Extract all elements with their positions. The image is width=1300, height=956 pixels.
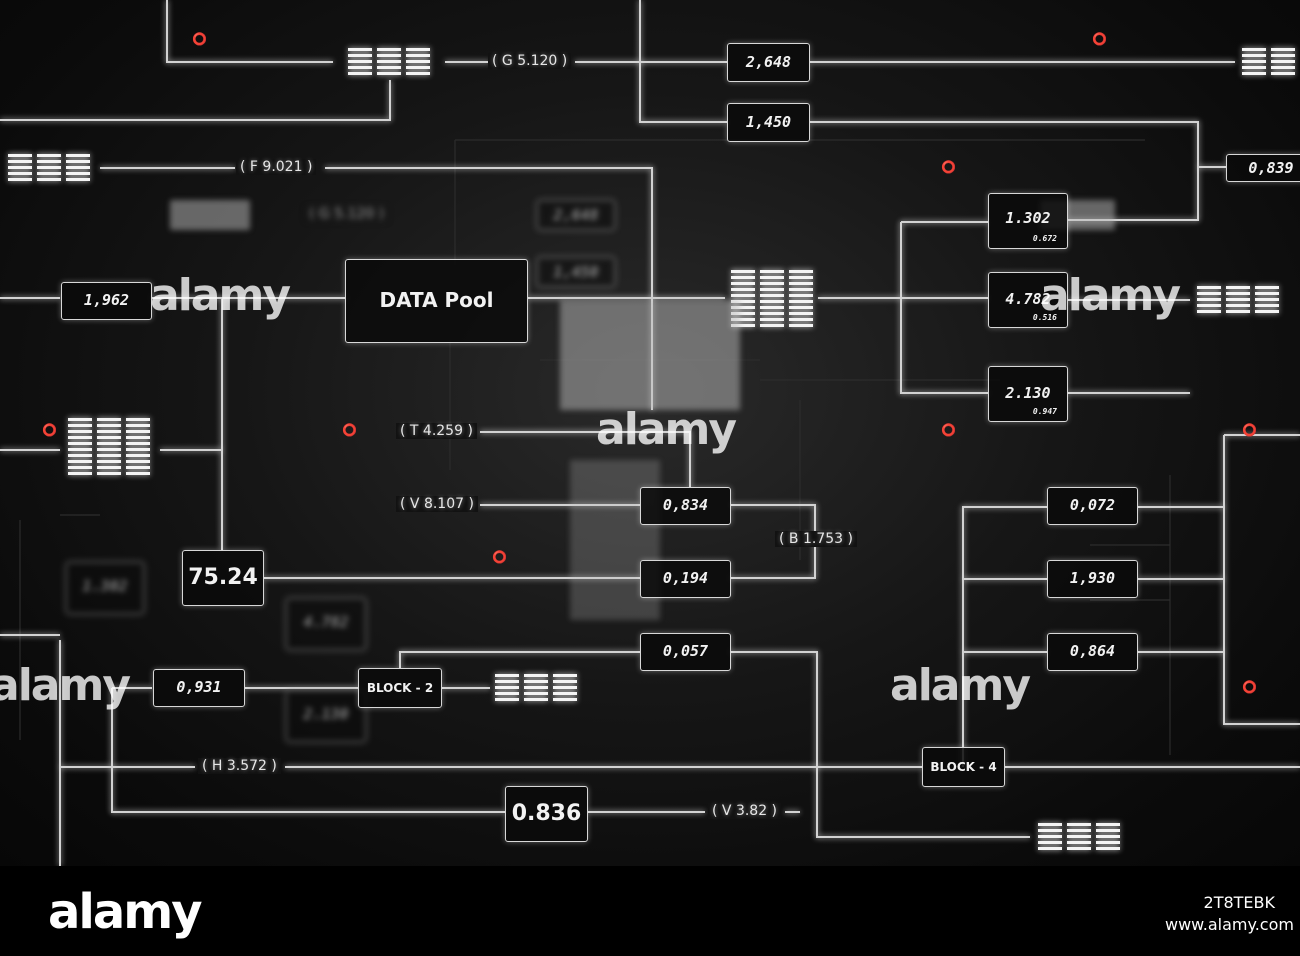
value-box: 0,839 — [1226, 154, 1300, 182]
stacked-value-box: 1.302 0.672 — [988, 193, 1068, 249]
value-box: 0,931 — [153, 669, 245, 707]
circuit-diagram-canvas: 2,648 1,450 ( G 5.120 ) 1.302 4.782 2.13… — [0, 0, 1300, 866]
stacked-value-box: 2.130 0.947 — [988, 366, 1068, 422]
big-value-box: 0.836 — [505, 786, 588, 842]
watermark: alamy — [150, 270, 291, 321]
ghost-value-box: 1,450 — [537, 257, 615, 287]
value-box: 0,864 — [1047, 633, 1138, 671]
pin-icon: ⭕ — [192, 32, 207, 46]
value-box: 0,834 — [640, 487, 731, 525]
pin-icon: ⭕ — [941, 160, 956, 174]
coordinate-label: ( H 3.572 ) — [198, 758, 281, 774]
coordinate-label: ( V 3.82 ) — [708, 803, 782, 819]
site-url: www.alamy.com — [1165, 915, 1294, 934]
watermark: alamy — [596, 404, 737, 455]
footer-bar: alamy 2T8TEBK www.alamy.com — [0, 866, 1300, 956]
value-box: 0,072 — [1047, 487, 1138, 525]
image-meta: 2T8TEBK www.alamy.com — [1165, 892, 1294, 936]
value-box: 1,930 — [1047, 560, 1138, 598]
bar-glyphs — [8, 48, 1295, 850]
data-pool-box: DATA Pool — [345, 259, 528, 343]
coordinate-label: ( B 1.753 ) — [775, 531, 857, 547]
pin-icon: ⭕ — [492, 550, 507, 564]
stacked-sub: 0.947 — [1032, 407, 1057, 416]
big-value-box: 75.24 — [182, 550, 264, 606]
value-box: 1,450 — [727, 103, 810, 142]
ghost-label: ( G 5.120 ) — [305, 206, 389, 222]
stacked-main: 2.130 — [1005, 384, 1051, 402]
value-box: 0,194 — [640, 560, 731, 598]
ghost-value-box: 2.130 — [286, 690, 366, 742]
ghost-value-box: 4.782 — [286, 598, 366, 650]
pin-icon: ⭕ — [1092, 32, 1107, 46]
coordinate-label: ( V 8.107 ) — [396, 496, 478, 512]
stacked-sub: 0.516 — [1032, 313, 1057, 322]
coordinate-label: ( F 9.021 ) — [236, 159, 317, 175]
pin-icon: ⭕ — [342, 423, 357, 437]
ghost-value-box: 1.302 — [66, 562, 144, 614]
pin-icon: ⭕ — [42, 423, 57, 437]
block-box: BLOCK - 2 — [358, 668, 442, 708]
stacked-value-box: 4.782 0.516 — [988, 272, 1068, 328]
value-box: 0,057 — [640, 633, 731, 671]
stacked-main: 1.302 — [1005, 209, 1051, 227]
watermark: alamy — [1040, 270, 1181, 321]
watermark: alamy — [890, 660, 1031, 711]
pin-icon: ⭕ — [1242, 680, 1257, 694]
stacked-sub: 0.672 — [1032, 234, 1057, 243]
coordinate-label: ( T 4.259 ) — [396, 423, 477, 439]
value-box: 2,648 — [727, 43, 810, 82]
watermark: alamy — [0, 660, 131, 711]
image-id: 2T8TEBK — [1203, 893, 1275, 912]
brand-logo: alamy — [48, 884, 203, 940]
stacked-main: 4.782 — [1005, 290, 1051, 308]
ghost-value-box: 2,648 — [537, 200, 615, 230]
pin-icon: ⭕ — [1242, 423, 1257, 437]
bar-glyph — [348, 48, 430, 75]
value-box: 1,962 — [61, 282, 152, 320]
pin-icon: ⭕ — [941, 423, 956, 437]
block-box: BLOCK - 4 — [922, 747, 1005, 787]
connector-lines — [0, 0, 1300, 866]
coordinate-label: ( G 5.120 ) — [488, 53, 572, 69]
